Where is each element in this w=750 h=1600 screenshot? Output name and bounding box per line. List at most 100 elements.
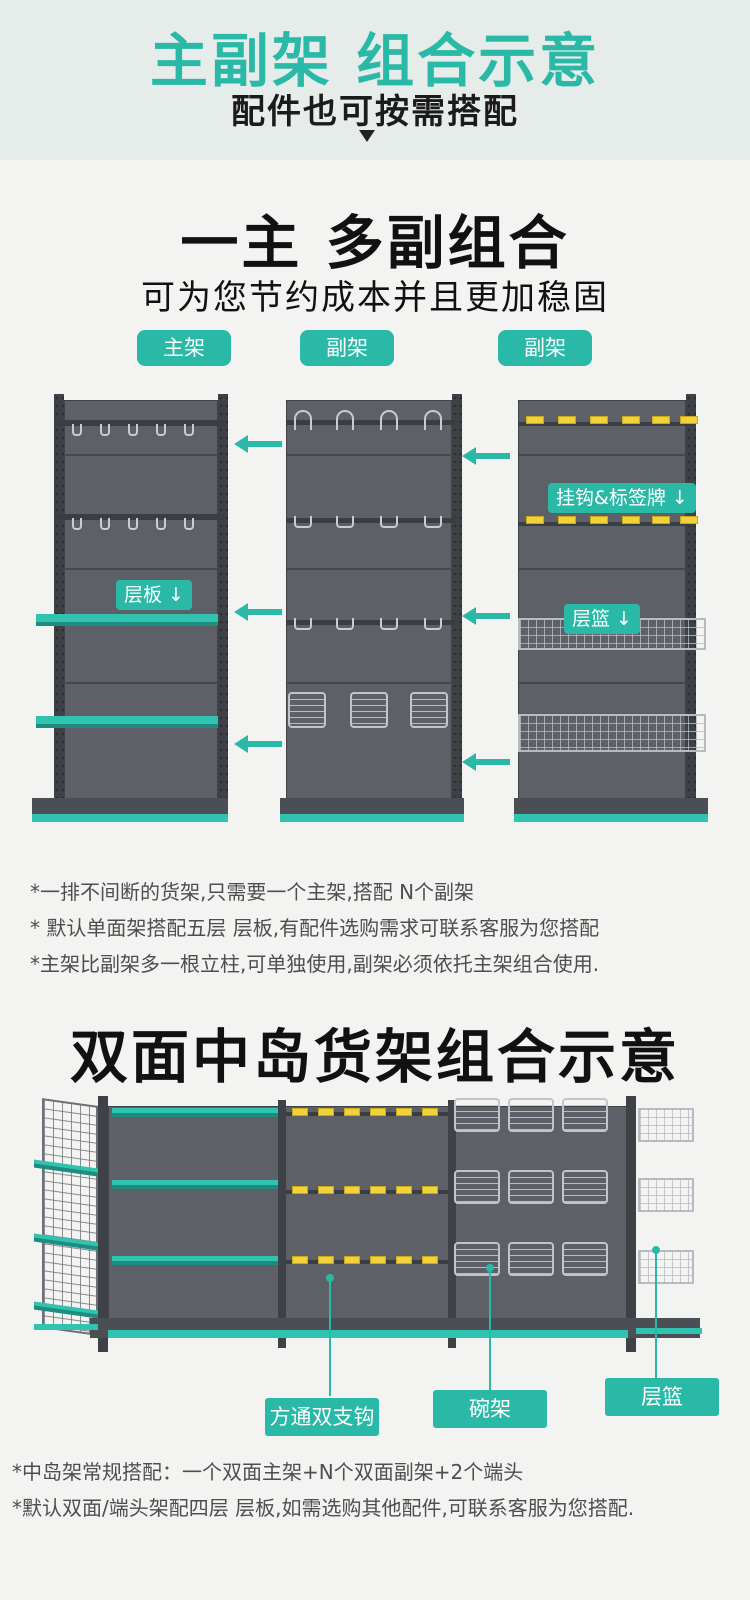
sub-rack-label-2: 副架 xyxy=(498,330,592,366)
bowl-rack xyxy=(508,1242,554,1276)
rack-base xyxy=(280,798,464,818)
price-tag xyxy=(558,516,576,524)
left-arrow-icon xyxy=(462,607,510,625)
hero-banner xyxy=(0,0,750,160)
tag-basket: 层篮 xyxy=(605,1378,719,1416)
bowl-rack xyxy=(454,1170,500,1204)
hook-icon xyxy=(294,618,312,630)
hook-bar xyxy=(56,420,226,426)
shelf-board xyxy=(112,1180,278,1189)
tag-hook: 方通双支钩 xyxy=(265,1398,379,1436)
price-tag xyxy=(590,516,608,524)
hook-icon xyxy=(128,518,138,530)
hook-icon xyxy=(72,518,82,530)
section1-title: 一主 多副组合 xyxy=(180,209,570,277)
left-arrow-icon xyxy=(234,435,282,453)
note-line: *一排不间断的货架,只需要一个主架,搭配 N个副架 xyxy=(30,880,475,904)
hook-icon xyxy=(156,424,166,436)
base-strip xyxy=(280,814,464,822)
hook-icon xyxy=(380,410,398,430)
hook-icon xyxy=(184,518,194,530)
section1-subtitle: 可为您节约成本并且更加稳固 xyxy=(141,278,609,318)
price-tag xyxy=(680,516,698,524)
bowl-rack xyxy=(508,1098,554,1132)
shelf-board xyxy=(112,1256,278,1265)
wire-basket xyxy=(638,1250,694,1284)
bowl-rack xyxy=(562,1242,608,1276)
sub-rack-1 xyxy=(280,394,466,834)
rack-post-right xyxy=(218,394,228,804)
shelf-board xyxy=(36,614,218,626)
wire-basket xyxy=(638,1178,694,1212)
bowl-rack xyxy=(288,692,326,728)
price-tag xyxy=(622,416,640,424)
back-panel xyxy=(286,400,452,800)
note-line: *中岛架常规搭配：一个双面主架+N个双面副架+2个端头 xyxy=(12,1460,524,1484)
bowl-rack xyxy=(562,1098,608,1132)
base-strip xyxy=(32,814,228,822)
price-tag xyxy=(422,1256,438,1264)
main-rack-label: 主架 xyxy=(137,330,231,366)
hook-icon xyxy=(424,410,442,430)
sub-rack-label-1: 副架 xyxy=(300,330,394,366)
hook-icon xyxy=(424,516,442,528)
left-arrow-icon xyxy=(462,447,510,465)
price-tag xyxy=(422,1186,438,1194)
price-tag xyxy=(292,1256,308,1264)
rack-post-left xyxy=(54,394,64,804)
bowl-rack xyxy=(350,692,388,728)
bowl-rack xyxy=(410,692,448,728)
price-tag xyxy=(396,1186,412,1194)
wire-basket xyxy=(638,1108,694,1142)
base-strip xyxy=(514,814,708,822)
bowl-rack xyxy=(454,1098,500,1132)
price-tag xyxy=(292,1108,308,1116)
back-panel xyxy=(108,1106,628,1336)
rack-post-right xyxy=(452,394,462,804)
price-tag xyxy=(370,1186,386,1194)
left-arrow-icon xyxy=(234,603,282,621)
price-tag xyxy=(622,516,640,524)
bowl-rack xyxy=(562,1170,608,1204)
section1-notes: *一排不间断的货架,只需要一个主架,搭配 N个副架 * 默认单面架搭配五层 层板… xyxy=(30,874,599,982)
hook-icon xyxy=(72,424,82,436)
price-tag xyxy=(680,416,698,424)
price-tag xyxy=(318,1256,334,1264)
hook-bar xyxy=(56,514,226,520)
price-tag xyxy=(558,416,576,424)
hook-icon xyxy=(380,618,398,630)
hook-icon xyxy=(156,518,166,530)
hook-icon xyxy=(100,518,110,530)
tag-bowl-rack: 碗架 xyxy=(433,1390,547,1428)
left-arrow-icon xyxy=(234,735,282,753)
shelf-board-callout: 层板 ↓ xyxy=(116,580,192,610)
rack-base xyxy=(32,798,228,818)
down-triangle-icon xyxy=(359,130,375,142)
price-tag xyxy=(370,1108,386,1116)
hook-icon xyxy=(380,516,398,528)
base-strip xyxy=(108,1330,628,1338)
hook-icon xyxy=(294,410,312,430)
basket-callout: 层篮 ↓ xyxy=(564,604,640,634)
price-tag xyxy=(652,516,670,524)
price-tag xyxy=(526,516,544,524)
hook-icon xyxy=(100,424,110,436)
back-panel xyxy=(64,400,218,800)
price-tag xyxy=(318,1186,334,1194)
shelf-board xyxy=(36,716,218,728)
hook-icon xyxy=(336,618,354,630)
end-cap-grid xyxy=(42,1098,98,1336)
sub-rack-2 xyxy=(514,394,714,834)
price-tag xyxy=(396,1256,412,1264)
shelf-board xyxy=(112,1108,278,1117)
rack-base xyxy=(514,798,708,818)
main-rack xyxy=(32,394,230,834)
note-line: * 默认单面架搭配五层 层板,有配件选购需求可联系客服为您搭配 xyxy=(30,916,600,940)
hook-icon xyxy=(128,424,138,436)
hero-subtitle: 配件也可按需搭配 xyxy=(231,92,519,132)
wire-basket xyxy=(518,714,706,752)
price-tag xyxy=(344,1256,360,1264)
left-arrow-icon xyxy=(462,753,510,771)
price-tag xyxy=(370,1256,386,1264)
hook-icon xyxy=(336,516,354,528)
